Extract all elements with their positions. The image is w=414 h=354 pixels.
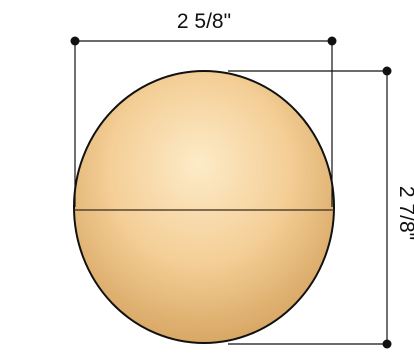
height-label: 2 7/8" [395,186,414,240]
ball-body [73,70,335,344]
width-endpoint-left [70,36,80,46]
height-endpoint-top [382,66,392,76]
height-dimension [228,70,388,345]
width-endpoint-right [327,36,337,46]
height-endpoint-bottom [382,339,392,349]
width-label: 2 5/8" [177,10,231,33]
width-dimension [74,40,333,207]
